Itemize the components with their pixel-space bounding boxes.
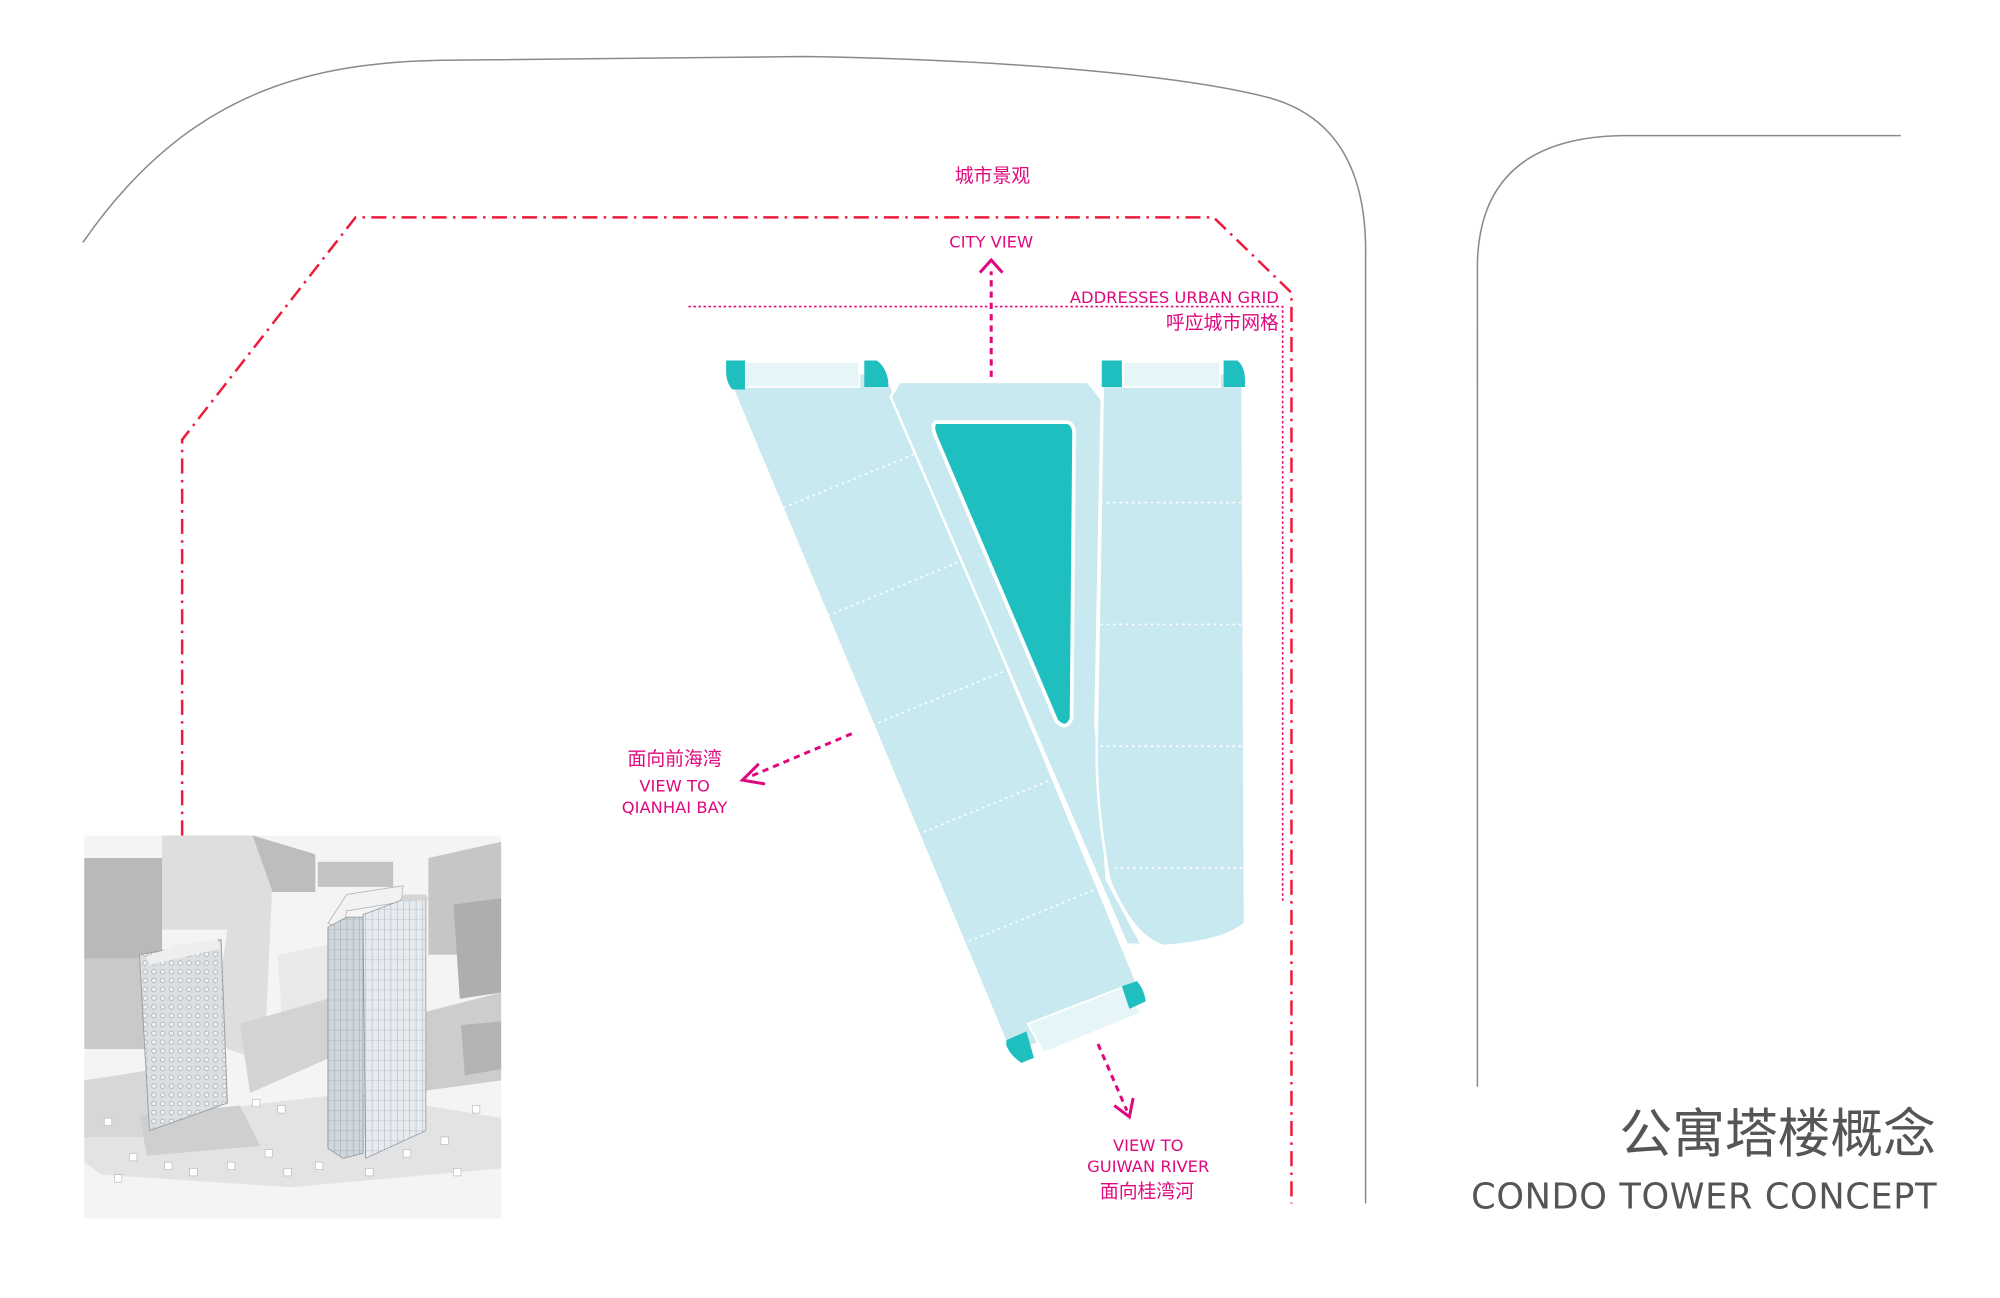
guiwan-label-en-2: GUIWAN RIVER: [1087, 1157, 1209, 1176]
urban-grid-label-en: ADDRESSES URBAN GRID: [1070, 288, 1279, 307]
guiwan-view-arrow: [1096, 1043, 1135, 1120]
qianhai-label-en-2: QIANHAI BAY: [622, 798, 728, 817]
city-view-label-cn: 城市景观: [955, 165, 1030, 187]
title-en: CONDO TOWER CONCEPT: [1471, 1177, 1937, 1218]
urban-grid-line: [688, 305, 1284, 903]
city-view-label-en: CITY VIEW: [949, 232, 1033, 251]
tower-connector: [889, 380, 1145, 947]
massing-render-image: [84, 835, 502, 1219]
title-cn: 公寓塔楼概念: [1619, 1104, 1936, 1165]
qianhai-label-cn: 面向前海湾: [628, 748, 722, 770]
tower-wing-diagonal: [724, 360, 1146, 1063]
guiwan-label-en-1: VIEW TO: [1113, 1136, 1183, 1155]
guiwan-label-cn: 面向桂湾河: [1100, 1180, 1194, 1202]
central-courtyard: [931, 420, 1077, 728]
qianhai-label-en-1: VIEW TO: [639, 776, 709, 795]
city-view-arrow: [978, 257, 1004, 377]
tower-wing-vertical: [1095, 360, 1247, 948]
road-curb-east: [1476, 134, 1901, 1087]
qianhai-view-arrow: [739, 732, 853, 786]
road-curb-north: [82, 55, 1367, 1204]
urban-grid-label-cn: 呼应城市网格: [1166, 312, 1279, 334]
